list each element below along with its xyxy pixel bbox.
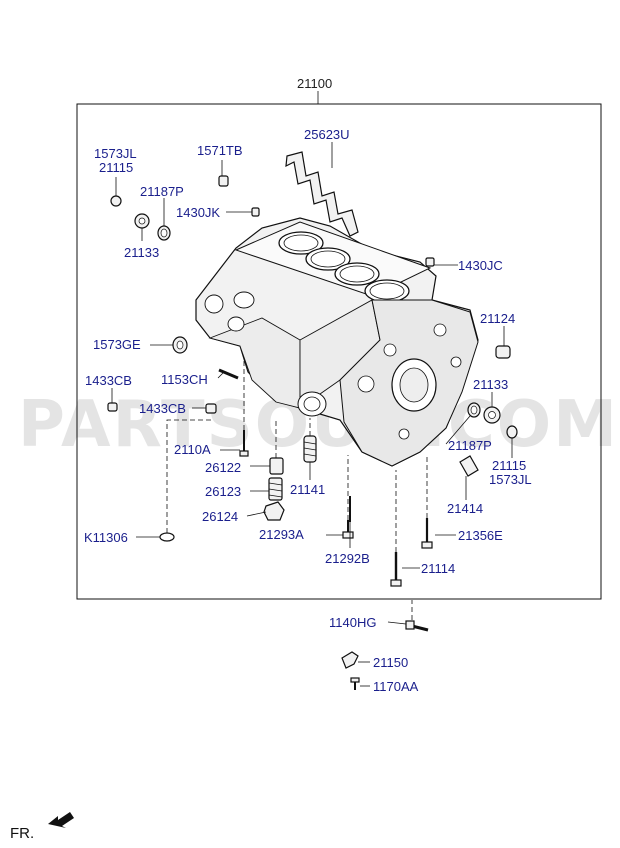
part-21133-b[interactable] [483, 406, 501, 424]
label-1573JL-top: 1573JL [94, 146, 137, 161]
label-21414: 21414 [447, 501, 483, 516]
label-2110A: 2110A [174, 442, 211, 457]
part-1140HG[interactable] [405, 620, 429, 632]
part-21141[interactable] [303, 435, 317, 463]
label-21115-top: 21115 [99, 160, 133, 175]
part-21293A[interactable] [342, 520, 354, 539]
label-21124: 21124 [480, 311, 515, 326]
part-21124[interactable] [495, 345, 511, 359]
label-26122: 26122 [205, 460, 241, 475]
label-1153CH: 1153CH [161, 372, 208, 387]
part-21414[interactable] [459, 455, 479, 477]
part-26123[interactable] [268, 477, 283, 501]
part-1573GE[interactable] [172, 336, 188, 354]
part-21187P-b[interactable] [467, 402, 481, 418]
label-1430JK: 1430JK [176, 205, 220, 220]
label-21293A: 21293A [259, 527, 304, 542]
part-21115-b[interactable] [506, 425, 518, 439]
part-21114[interactable] [390, 552, 402, 587]
label-1170AA: 1170AA [373, 679, 419, 694]
part-K11306[interactable] [159, 532, 175, 542]
label-1573GE: 1573GE [93, 337, 141, 352]
label-21187P-right: 21187P [448, 438, 492, 453]
part-21133-a[interactable] [134, 213, 150, 229]
label-1433CB-mid: 1433CB [139, 401, 186, 416]
label-21115-right: 21115 [492, 458, 526, 473]
label-25623U: 25623U [304, 127, 350, 142]
label-21141: 21141 [290, 482, 325, 497]
label-1571TB: 1571TB [197, 143, 243, 158]
label-21150: 21150 [373, 655, 408, 670]
part-1571TB[interactable] [218, 175, 229, 187]
part-21115-a[interactable] [110, 195, 122, 207]
label-K11306: K11306 [84, 530, 128, 545]
cylinder-block[interactable] [195, 217, 479, 467]
part-1430JC[interactable] [425, 257, 435, 267]
label-26123: 26123 [205, 484, 241, 499]
part-1433CB-a[interactable] [107, 402, 118, 412]
label-26124: 26124 [202, 509, 238, 524]
part-25623U-gasket[interactable] [285, 151, 359, 237]
part-1153CH[interactable] [218, 368, 239, 380]
part-21150[interactable] [341, 651, 359, 669]
part-26122[interactable] [269, 457, 284, 475]
label-1140HG: 1140HG [329, 615, 376, 630]
part-21187P-a[interactable] [157, 225, 171, 241]
label-1430JC: 1430JC [458, 258, 503, 273]
label-21133-top: 21133 [124, 245, 159, 260]
part-21356E[interactable] [421, 518, 433, 549]
part-2110A[interactable] [239, 430, 249, 457]
label-21292B: 21292B [325, 551, 370, 566]
label-21187P-top: 21187P [140, 184, 184, 199]
part-1430JK[interactable] [251, 207, 260, 217]
front-direction-label: FR. [10, 825, 34, 842]
label-21114: 21114 [421, 561, 455, 576]
label-1433CB-left: 1433CB [85, 373, 132, 388]
part-1433CB-b[interactable] [205, 403, 217, 414]
assembly-label: 21100 [297, 76, 332, 91]
part-1170AA[interactable] [350, 677, 360, 690]
part-26124[interactable] [263, 501, 285, 521]
label-21133-right: 21133 [473, 377, 508, 392]
assembly-frame [76, 103, 602, 600]
label-1573JL-right: 1573JL [489, 472, 532, 487]
label-21356E: 21356E [458, 528, 503, 543]
front-direction-arrow-icon [48, 812, 74, 828]
